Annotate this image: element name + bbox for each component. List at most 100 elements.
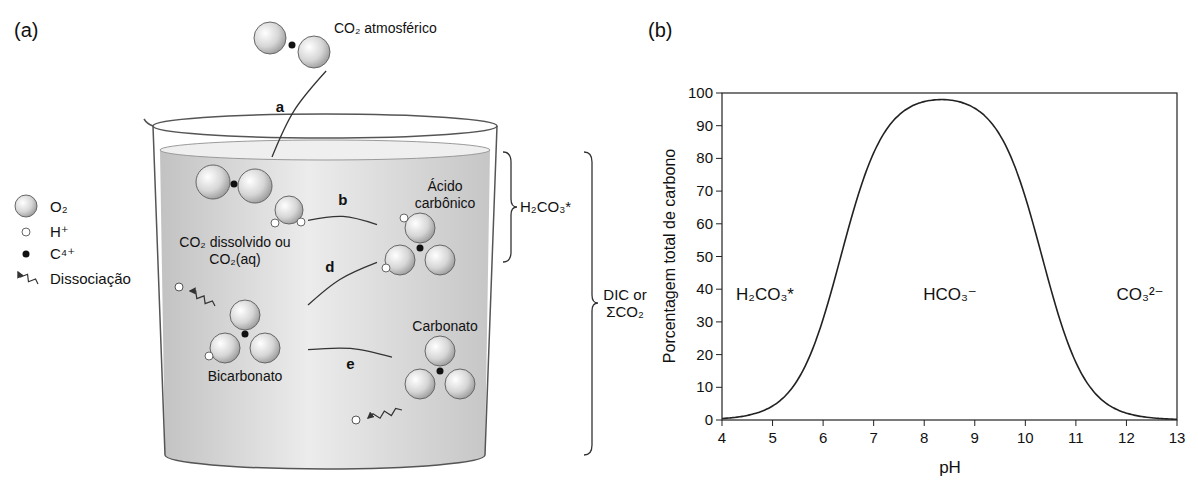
- tick-mark: [716, 289, 722, 290]
- tick-label: 12: [1118, 429, 1135, 446]
- reaction-line: [308, 216, 377, 224]
- tick-mark: [772, 420, 773, 426]
- tick-label: 20: [696, 346, 713, 363]
- hydrogen-atom: [382, 264, 390, 272]
- panel-letter: (a): [14, 19, 38, 42]
- legend-item: Dissociação: [12, 266, 131, 290]
- legend-item: C⁴⁺: [12, 242, 75, 266]
- carbon-atom: [242, 331, 249, 338]
- dissociation-marks: [175, 283, 402, 424]
- tick-mark: [716, 387, 722, 388]
- carbon-atom: [437, 368, 444, 375]
- legend-item: O₂: [12, 194, 68, 218]
- tick-mark: [722, 420, 723, 426]
- hydrogen-atom: [271, 219, 279, 227]
- tick-mark: [716, 125, 722, 126]
- tick-label: 0: [705, 411, 713, 428]
- beaker-rim: [153, 114, 497, 138]
- legend-atom: [22, 228, 30, 236]
- oxygen-atom: [425, 245, 455, 275]
- step-letter: e: [346, 356, 354, 373]
- tick-mark: [1177, 420, 1178, 426]
- legend-item: H⁺: [12, 220, 69, 244]
- species-node: CO₂ atmosférico: [250, 14, 440, 68]
- plot-frame: [722, 93, 1177, 420]
- legend-label: O₂: [50, 198, 68, 215]
- reaction-line: [272, 71, 326, 157]
- tick-mark: [716, 354, 722, 355]
- species-label: Ácido carbônico: [405, 178, 485, 212]
- beaker-spout: [144, 119, 153, 126]
- reaction-line: [308, 348, 392, 357]
- oxygen-atom: [298, 36, 330, 68]
- tick-mark: [974, 420, 975, 426]
- species-label: CO₂ dissolvido ou CO₂(aq): [165, 234, 305, 268]
- tick-mark: [1025, 420, 1026, 426]
- tick-label: 80: [696, 150, 713, 167]
- tick-label: 11: [1068, 429, 1084, 446]
- tick-mark: [716, 420, 722, 421]
- legend-sample: [12, 242, 44, 266]
- tick-mark: [1126, 420, 1127, 426]
- axis-title: Porcentagem total de carbono: [661, 149, 679, 363]
- legend-atom: [15, 195, 37, 217]
- oxygen-atom: [445, 369, 475, 399]
- tick-mark: [873, 420, 874, 426]
- carbon-atom: [289, 42, 296, 49]
- brace: [503, 152, 517, 262]
- curve-label: CO₃²⁻: [1116, 285, 1163, 305]
- legend-sample: [12, 194, 44, 218]
- species-node: Ácido carbônico: [380, 178, 485, 278]
- hydrogen-ion: [175, 283, 183, 291]
- legend-label: Dissociação: [50, 270, 131, 287]
- tick-label: 4: [718, 429, 726, 446]
- oxygen-atom: [230, 300, 260, 330]
- step-letter: d: [325, 259, 334, 276]
- tick-label: 50: [696, 248, 713, 265]
- oxygen-atom: [405, 213, 435, 243]
- reaction-line: [308, 262, 377, 305]
- oxygen-atom: [405, 369, 435, 399]
- species-node: CO₂ dissolvido ou CO₂(aq): [165, 160, 305, 272]
- tick-label: 6: [819, 429, 827, 446]
- tick-label: 10: [1017, 429, 1034, 446]
- species-node: Carbonato: [395, 318, 495, 406]
- tick-mark: [716, 93, 722, 94]
- curve-label: HCO₃⁻: [923, 285, 977, 305]
- dissociation-sample: [18, 272, 38, 284]
- tick-mark: [716, 223, 722, 224]
- tick-mark: [1075, 420, 1076, 426]
- species-label: Carbonato: [395, 318, 495, 335]
- bicarbonate-curve: [722, 100, 1177, 420]
- tick-label: 13: [1169, 429, 1186, 446]
- hydrogen-ion: [352, 416, 360, 424]
- oxygen-atom: [238, 169, 272, 203]
- curve-label: H₂CO₃*: [736, 285, 794, 305]
- chart: [716, 93, 1177, 426]
- dissociation-arrow: [190, 291, 215, 306]
- hydrogen-atom: [297, 218, 305, 226]
- legend-sample: [12, 266, 44, 290]
- tick-mark: [716, 321, 722, 322]
- axis-title: pH: [939, 458, 961, 478]
- tick-mark: [716, 256, 722, 257]
- panel-letter: (b): [648, 19, 672, 42]
- oxygen-atom: [254, 22, 286, 54]
- oxygen-atom: [196, 165, 230, 199]
- tick-label: 60: [696, 215, 713, 232]
- legend-sample: [12, 220, 44, 244]
- tick-label: 100: [688, 84, 713, 101]
- oxygen-atom: [425, 336, 455, 366]
- step-letter: b: [338, 192, 347, 209]
- oxygen-atom: [250, 333, 280, 363]
- tick-label: 5: [768, 429, 776, 446]
- legend-atom: [23, 251, 30, 258]
- brace: [584, 152, 598, 455]
- carbon-atom: [231, 181, 238, 188]
- water-surface: [160, 140, 490, 160]
- carbon-atom: [417, 245, 424, 252]
- step-letter: a: [276, 98, 284, 115]
- tick-label: 8: [920, 429, 928, 446]
- bracket-label: H₂CO₃*: [520, 198, 571, 215]
